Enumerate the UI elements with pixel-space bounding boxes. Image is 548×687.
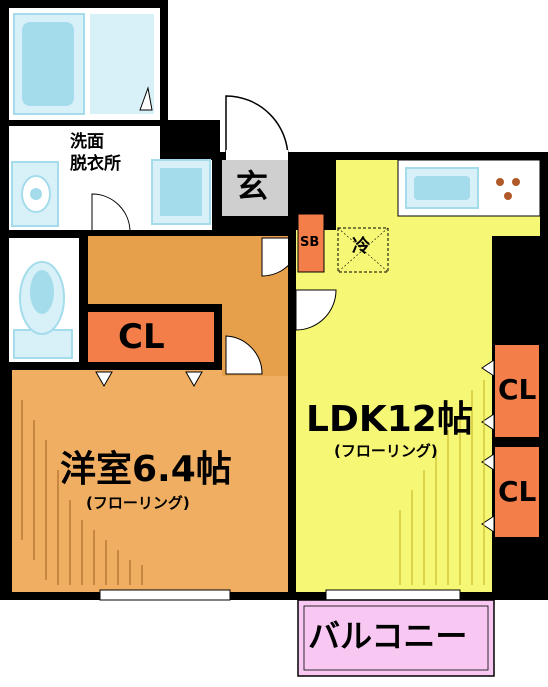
bathtub-basin xyxy=(22,22,74,106)
washing-machine-drum xyxy=(160,168,202,216)
bath-door-mark xyxy=(139,86,153,111)
ldk-floor-hatching xyxy=(399,380,485,585)
bedroom-door-swing-icon xyxy=(225,335,263,375)
kitchen-sink-basin xyxy=(414,176,470,200)
stove-burner-icon-2 xyxy=(512,178,520,186)
ldk-closet-upper-label: CL xyxy=(498,373,537,406)
ldk-closet-lower xyxy=(493,445,541,539)
washroom-label-line1: 洗面 xyxy=(70,132,104,152)
fridge-cross-2 xyxy=(337,227,389,273)
genkan-label: 玄 xyxy=(236,167,269,205)
toilet-tank xyxy=(13,329,73,359)
stove-burner-icon-3 xyxy=(504,192,512,200)
balcony-label: バルコニー xyxy=(308,617,468,655)
ldk-closet-upper xyxy=(493,343,541,439)
stove-burner-icon-1 xyxy=(496,178,504,186)
bedroom-closet xyxy=(88,312,214,364)
washroom-door-swing-icon xyxy=(91,193,131,233)
washroom-label-line2: 脱衣所 xyxy=(70,154,121,174)
entrance-door-gap xyxy=(226,150,288,160)
hall-floor xyxy=(88,236,292,306)
ldk-closet-marker-3 xyxy=(481,453,495,471)
bedroom-closet-label: CL xyxy=(118,317,165,357)
bedroom-floor-hatching xyxy=(21,400,143,585)
bedroom-window xyxy=(99,589,231,601)
bedroom-floor-label: (フローリング) xyxy=(86,494,190,512)
shower-area xyxy=(90,14,154,114)
shoe-box xyxy=(297,213,325,273)
bedroom-name-label: 洋室6.4帖 xyxy=(60,449,232,490)
ldk-name-label: LDK12帖 xyxy=(306,399,473,440)
fridge-label: 冷 xyxy=(352,236,370,257)
sink-drain-icon xyxy=(30,188,42,200)
ldk-window xyxy=(325,589,461,601)
ldk-closet-marker-1 xyxy=(481,359,495,377)
ldk-closet-marker-2 xyxy=(481,413,495,431)
ldk-floor-label: (フローリング) xyxy=(334,442,438,460)
toilet-seat-icon xyxy=(30,270,54,314)
ldk-door-swing-icon xyxy=(295,289,337,331)
ldk-closet-lower-label: CL xyxy=(498,475,537,508)
balcony-inner xyxy=(303,605,489,671)
ldk-closet-marker-4 xyxy=(481,515,495,533)
closet-door-marker-2 xyxy=(185,371,203,388)
closet-door-marker-1 xyxy=(95,371,113,388)
shoe-box-label: SB xyxy=(300,235,320,250)
